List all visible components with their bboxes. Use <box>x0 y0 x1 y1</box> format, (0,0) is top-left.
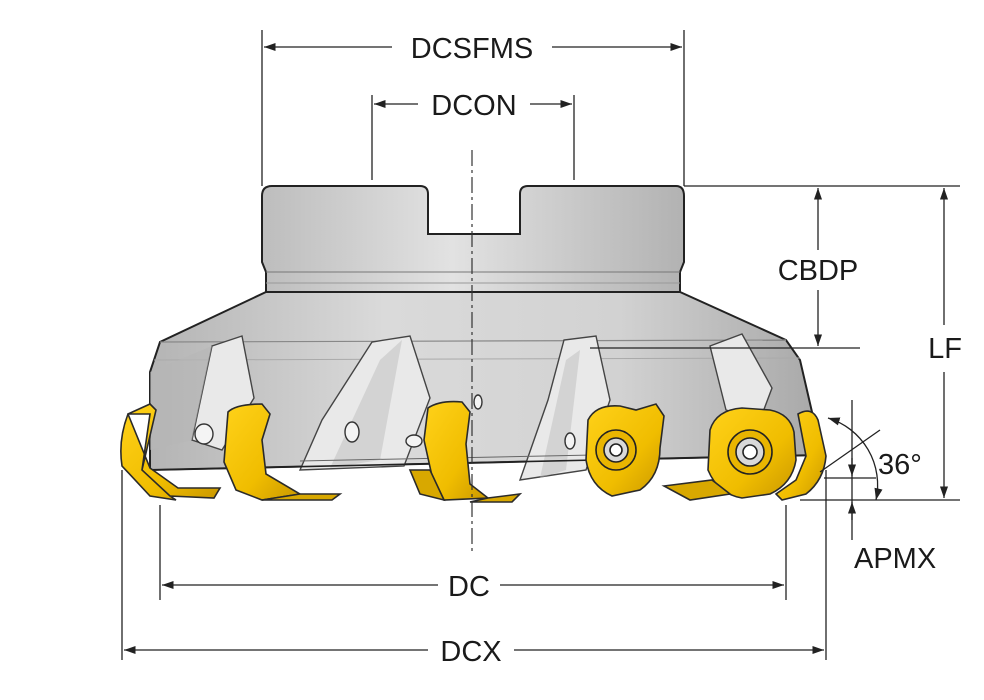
insert-center-edge <box>408 469 523 503</box>
label-lf: LF <box>928 333 962 365</box>
label-dc: DC <box>448 571 490 603</box>
insert-round-2 <box>661 407 797 501</box>
shank <box>261 185 685 293</box>
label-dcon: DCON <box>431 90 516 122</box>
insert-right-edge <box>774 410 827 501</box>
inserts <box>120 400 827 503</box>
insert-left-2-edge <box>261 493 343 501</box>
insert-round-1 <box>585 403 665 497</box>
insert-left-1 <box>120 403 222 501</box>
label-angle: 36° <box>878 449 922 481</box>
label-dcx: DCX <box>440 636 501 668</box>
label-apmx: APMX <box>854 543 936 575</box>
label-dcsfms: DCSFMS <box>411 33 533 65</box>
body-holes <box>194 394 576 450</box>
label-cbdp: CBDP <box>778 255 859 287</box>
dimensions <box>121 30 960 660</box>
